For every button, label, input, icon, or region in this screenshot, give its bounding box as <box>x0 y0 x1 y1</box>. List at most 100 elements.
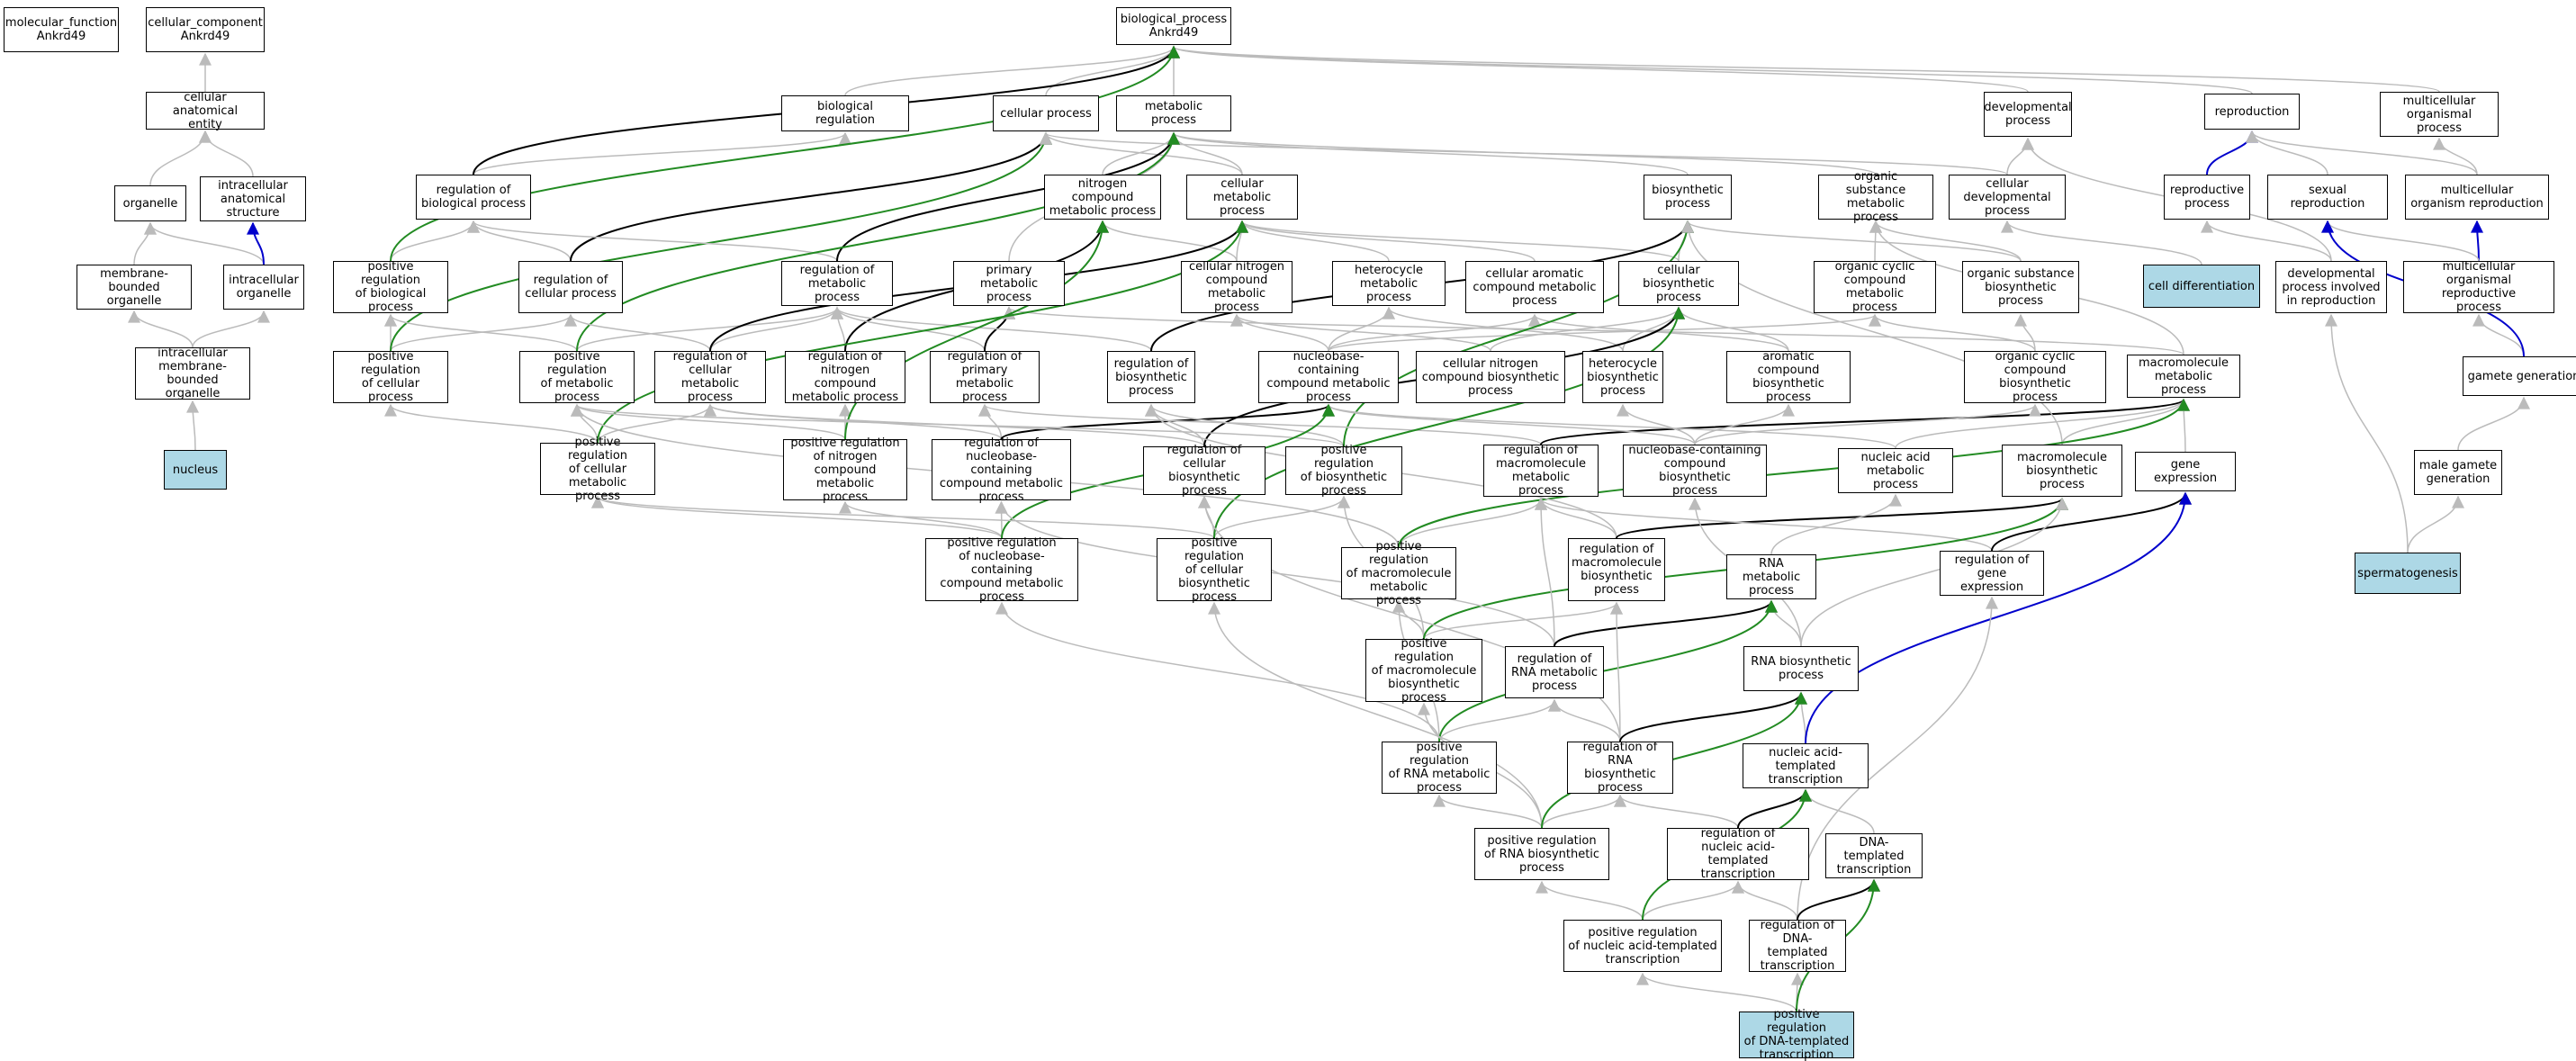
edge-regulates <box>1797 878 1880 921</box>
go-term-label: regulation of DNA-templated transcriptio… <box>1760 919 1835 973</box>
edge-is-a <box>1045 45 1180 96</box>
go-term-node: regulation of biological process <box>416 175 531 220</box>
go-term-node: regulation of RNA biosynthetic process <box>1567 741 1673 795</box>
go-term-node: macromolecule metabolic process <box>2127 355 2240 398</box>
edge-is-a <box>1383 306 1624 352</box>
go-term-node: RNA biosynthetic process <box>1743 646 1859 691</box>
go-term-label: biosynthetic process <box>1652 184 1724 211</box>
go-term-node: regulation of cellular process <box>518 261 623 313</box>
go-term-node: heterocycle metabolic process <box>1332 261 1446 306</box>
go-term-label: reproduction <box>2214 104 2290 119</box>
go-term-node: heterocycle biosynthetic process <box>1582 351 1663 403</box>
edge-is-a <box>186 400 200 451</box>
edge-is-a <box>1423 601 1623 640</box>
go-term-node: positive regulation of nitrogen compound… <box>783 436 907 504</box>
go-term-node: positive regulation of DNA-templated tra… <box>1739 1008 1854 1061</box>
edge-is-a <box>1799 788 1875 834</box>
edge-is-a <box>1145 403 1345 447</box>
edge-is-a <box>1236 220 1536 262</box>
go-term-label: organelle <box>122 196 178 211</box>
go-term-node: positive regulation of metabolic process <box>519 350 635 404</box>
go-term-node: positive regulation of biosynthetic proc… <box>1285 444 1402 498</box>
edge-is-a <box>1322 403 1896 449</box>
go-term-label: molecular_function Ankrd49 <box>5 16 118 43</box>
go-term-node: nucleic acid metabolic process <box>1838 448 1953 493</box>
go-term-label: nucleic acid metabolic process <box>1860 450 1931 491</box>
go-term-label: regulation of macromolecule metabolic pr… <box>1495 444 1586 498</box>
edge-is-a <box>390 220 480 262</box>
edge-is-a <box>1328 313 1541 352</box>
go-term-label: multicellular organism reproduction <box>2410 184 2544 211</box>
go-term-node: DNA-templated transcription <box>1825 833 1923 878</box>
go-term-node: membrane-bounded organelle <box>77 265 192 310</box>
edge-is-a <box>2321 220 2480 262</box>
go-term-label: intracellular anatomical structure <box>218 178 288 220</box>
edge-is-a <box>831 306 1152 352</box>
edge-positively-regulates <box>1343 220 1694 447</box>
edge-is-a <box>128 310 194 348</box>
edge-is-a <box>2246 130 2478 175</box>
go-term-label: positive regulation of macromolecule bio… <box>1371 636 1477 705</box>
edge-part-of <box>247 221 265 265</box>
edge-regulates <box>570 131 1052 262</box>
go-term-label: cellular anatomical entity <box>172 90 239 131</box>
go-term-label: intracellular membrane-bounded organelle <box>158 346 228 400</box>
go-term-node: nucleus <box>164 450 227 490</box>
edge-is-a <box>571 403 1345 447</box>
go-term-node: metabolic process <box>1116 95 1231 131</box>
edge-is-a <box>1322 403 1696 445</box>
go-term-label: positive regulation of biological proces… <box>355 260 427 314</box>
edge-is-a <box>1869 313 2036 352</box>
edge-is-a <box>1096 220 1238 262</box>
go-term-node: nucleobase-containing compound metabolic… <box>1258 350 1399 404</box>
go-term-node: regulation of biosynthetic process <box>1107 351 1195 403</box>
go-term-label: metabolic process <box>1144 100 1203 127</box>
go-term-label: regulation of RNA biosynthetic process <box>1582 741 1658 795</box>
edge-is-a <box>2001 220 2202 265</box>
edge-regulates <box>1619 691 1807 742</box>
go-term-label: positive regulation of biosynthetic proc… <box>1300 444 1388 498</box>
edge-is-a <box>2457 396 2530 451</box>
edge-is-a <box>564 313 711 352</box>
edge-regulates <box>1616 497 2068 539</box>
edge-regulates <box>1554 599 1778 647</box>
edge-positively-regulates <box>597 220 1248 444</box>
edge-regulates <box>836 131 1180 262</box>
edge-is-a <box>1236 220 1390 262</box>
go-term-node: biosynthetic process <box>1644 175 1732 220</box>
go-term-node: regulation of cellular metabolic process <box>654 350 766 404</box>
go-term-label: positive regulation of nitrogen compound… <box>790 436 900 504</box>
go-term-node: multicellular organism reproduction <box>2405 175 2549 220</box>
edge-is-a <box>1438 698 1561 742</box>
edge-is-a <box>1610 601 1624 742</box>
edge-regulates <box>1991 491 2192 552</box>
edge-is-a <box>2061 398 2190 445</box>
edge-regulates <box>1737 788 1812 829</box>
edge-is-a <box>144 221 265 265</box>
go-term-node: sexual reproduction <box>2267 175 2388 220</box>
edge-is-a <box>473 131 851 175</box>
go-term-label: reproductive process <box>2169 184 2245 211</box>
go-term-node: regulation of nitrogen compound metaboli… <box>785 350 905 404</box>
go-term-node: positive regulation of macromolecule met… <box>1341 540 1456 607</box>
go-term-label: regulation of cellular process <box>525 274 617 301</box>
go-term-label: regulation of gene expression <box>1954 553 2030 594</box>
go-term-label: biological regulation <box>815 100 876 127</box>
go-term-label: positive regulation of DNA-templated tra… <box>1743 1008 1850 1061</box>
go-term-label: positive regulation of nucleic acid-temp… <box>1568 925 1717 967</box>
go-term-node: intracellular organelle <box>223 265 304 310</box>
edge-is-a <box>1198 495 1621 742</box>
go-term-label: cellular nitrogen compound metabolic pro… <box>1188 260 1285 314</box>
edge-is-a <box>844 45 1180 96</box>
go-term-label: positive regulation of metabolic process <box>540 350 614 404</box>
edge-is-a <box>2014 313 2036 352</box>
go-term-node: organic substance metabolic process <box>1818 170 1933 224</box>
go-term-node: molecular_function Ankrd49 <box>4 7 119 52</box>
go-term-node: cellular process <box>993 95 1099 131</box>
go-term-label: cellular developmental process <box>1963 176 2051 218</box>
edge-is-a <box>1213 495 1350 539</box>
go-term-label: regulation of biosynthetic process <box>1113 356 1189 398</box>
edge-is-a <box>1167 131 1689 175</box>
go-term-label: positive regulation of cellular process <box>360 350 421 404</box>
go-term-label: cellular process <box>1000 106 1092 121</box>
